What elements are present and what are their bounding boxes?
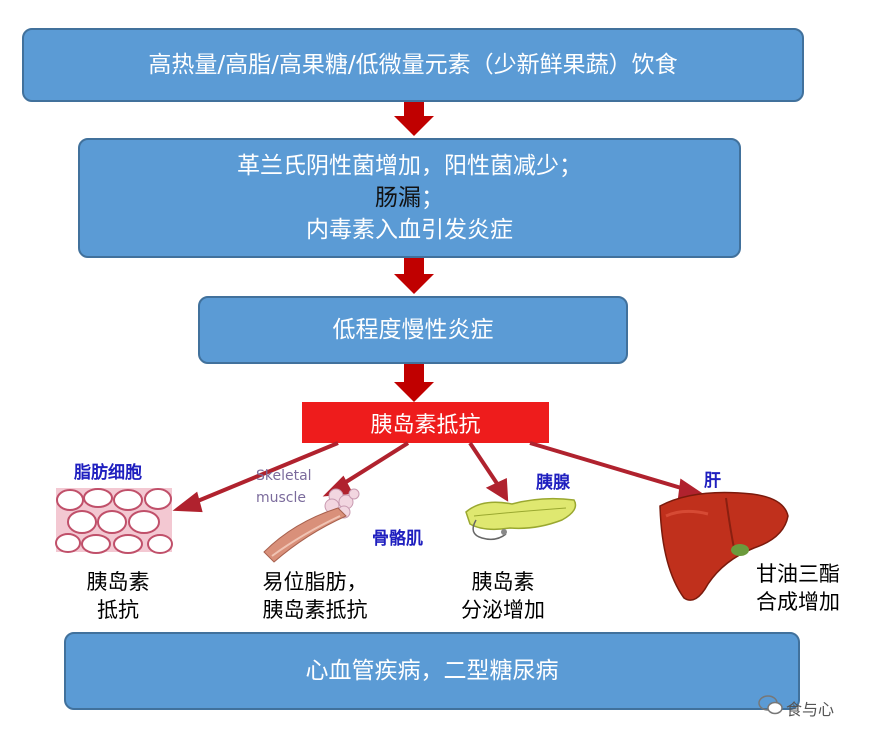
arrow-down-2 (394, 258, 434, 294)
arrow-head-pancreas (485, 477, 509, 502)
skeletal-muscle-image: Skeletal muscle (256, 468, 360, 563)
fat-cell-desc: 胰岛素 抵抗 (66, 568, 170, 624)
gut-line-2-suffix: ； (421, 185, 444, 211)
liver-image (659, 491, 789, 601)
insulin-resistance-banner: 胰岛素抵抗 (302, 402, 549, 443)
liver-desc: 甘油三酯 合成增加 (738, 560, 858, 616)
arrow-to-fat (187, 441, 339, 507)
inflammation-box: 低程度慢性炎症 (198, 296, 628, 364)
pancreas-desc-1: 胰岛素 (471, 570, 535, 594)
arrow-to-liver (529, 441, 689, 492)
arrow-down-3 (394, 364, 434, 402)
liver-desc-1: 甘油三酯 (756, 562, 840, 586)
pancreas-desc: 胰岛素 分泌增加 (448, 568, 558, 624)
disease-text: 心血管疾病，二型糖尿病 (305, 658, 559, 684)
insulin-resistance-text: 胰岛素抵抗 (370, 412, 481, 438)
skeletal-muscle-desc: 易位脂肪， 胰岛素抵抗 (240, 568, 390, 624)
muscle-desc-1: 易位脂肪， (262, 570, 368, 594)
gut-box: 革兰氏阴性菌增加，阳性菌减少； 肠漏； 内毒素入血引发炎症 (78, 138, 741, 258)
fat-cell-label: 脂肪细胞 (74, 463, 142, 483)
inflammation-text: 低程度慢性炎症 (332, 317, 494, 343)
arrow-to-pancreas (468, 441, 502, 490)
skeletal-word: Skeletal (256, 468, 312, 484)
arrow-down-1 (394, 102, 434, 136)
wechat-icon (758, 695, 783, 715)
diet-text: 高热量/高脂/高果糖/低微量元素（少新鲜果蔬）饮食 (148, 52, 678, 78)
skeletal-muscle-label: 骨骼肌 (372, 529, 423, 549)
pancreas-label: 胰腺 (536, 473, 570, 493)
diet-box: 高热量/高脂/高果糖/低微量元素（少新鲜果蔬）饮食 (22, 28, 804, 102)
fat-cell-desc-2: 抵抗 (97, 598, 139, 622)
gut-line-3: 内毒素入血引发炎症 (306, 217, 513, 243)
pancreas-image (465, 497, 577, 541)
disease-box: 心血管疾病，二型糖尿病 (64, 632, 800, 710)
muscle-word: muscle (256, 490, 306, 506)
watermark-text: 食与心 (786, 700, 835, 719)
liver-desc-2: 合成增加 (756, 590, 840, 614)
gut-line-2: 肠漏 (375, 185, 421, 211)
arrow-to-muscle (336, 441, 410, 489)
muscle-desc-2: 胰岛素抵抗 (262, 598, 368, 622)
fat-cell-image (55, 488, 173, 554)
liver-label: 肝 (704, 471, 721, 491)
gut-line-1: 革兰氏阴性菌增加，阳性菌减少； (237, 153, 582, 179)
pancreas-desc-2: 分泌增加 (461, 598, 545, 622)
arrow-head-fat (172, 491, 203, 513)
fat-cell-desc-1: 胰岛素 (86, 570, 150, 594)
